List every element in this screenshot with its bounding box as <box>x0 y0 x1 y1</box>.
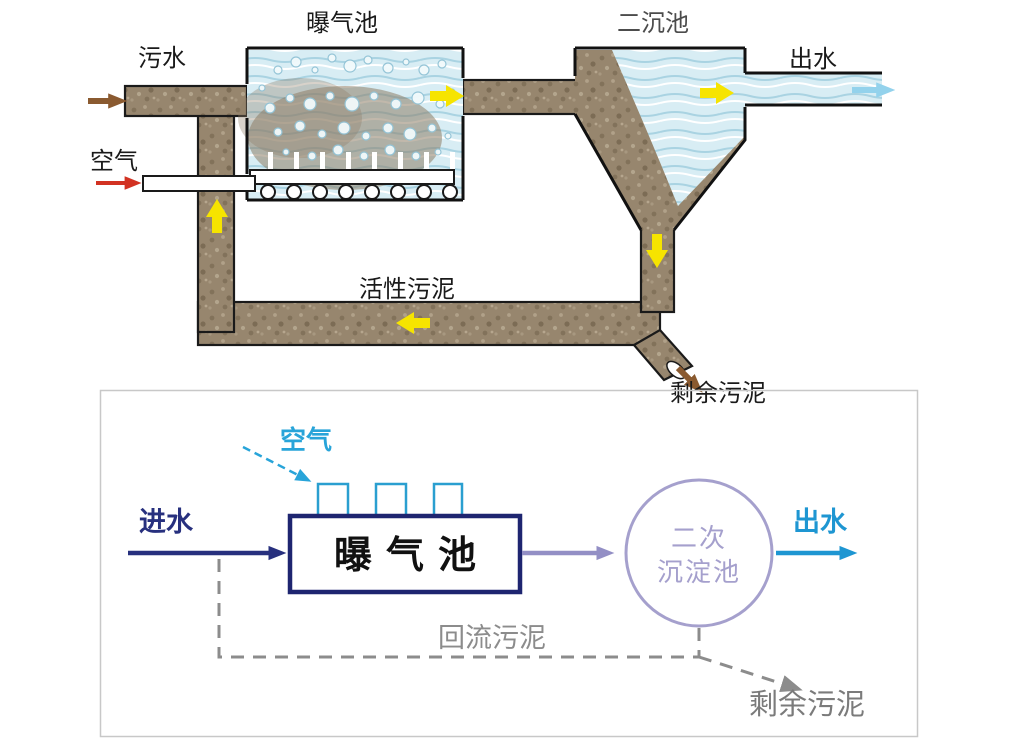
aeration-tank-outline <box>245 46 465 202</box>
label-influent-top: 污水 <box>138 44 186 72</box>
label-influent-schematic: 进水 <box>139 507 194 538</box>
label-secondary-tank-top: 二沉池 <box>617 9 689 37</box>
influent-pipe <box>123 84 249 118</box>
label-air-schematic: 空气 <box>280 425 332 456</box>
tank-connector-pipe <box>461 78 579 116</box>
label-return-sludge: 回流污泥 <box>438 623 546 654</box>
aeration-tank-box <box>287 513 523 595</box>
schematic-border <box>99 389 919 738</box>
label-effluent-top: 出水 <box>789 45 837 73</box>
aeration-bubbles <box>258 53 456 161</box>
clarifier-outline <box>573 46 882 231</box>
excess-sludge-arrow <box>675 365 703 393</box>
label-aeration-tank-box: 曝气池 <box>334 533 490 577</box>
label-effluent-schematic: 出水 <box>793 507 848 538</box>
schematic-diagram: 空气 进水 曝气池 二次 沉淀池 出水 回流污泥 剩余污泥 <box>99 389 919 738</box>
clarifier-circle <box>624 478 774 628</box>
label-excess-sludge-top: 剩余污泥 <box>670 379 766 407</box>
label-clarifier-line1: 二次 <box>671 524 727 554</box>
return-sludge-dashed-line <box>217 559 701 659</box>
label-excess-sludge-schematic: 剩余污泥 <box>749 687 865 721</box>
label-activated-sludge: 活性污泥 <box>359 275 455 303</box>
mixed-liquor-2 <box>238 78 362 158</box>
air-dashed-arrow <box>242 445 312 482</box>
air-pipe <box>142 175 256 192</box>
label-aeration-tank-top: 曝气池 <box>306 9 378 37</box>
aerator-symbols <box>316 482 464 516</box>
pictorial-diagram: 污水 曝气池 二沉池 出水 空气 活性污泥 剩余污泥 <box>88 9 896 407</box>
excess-sludge-dashed-arrow <box>698 655 803 693</box>
label-clarifier-line2: 沉淀池 <box>657 558 741 588</box>
label-air-top: 空气 <box>90 147 138 175</box>
